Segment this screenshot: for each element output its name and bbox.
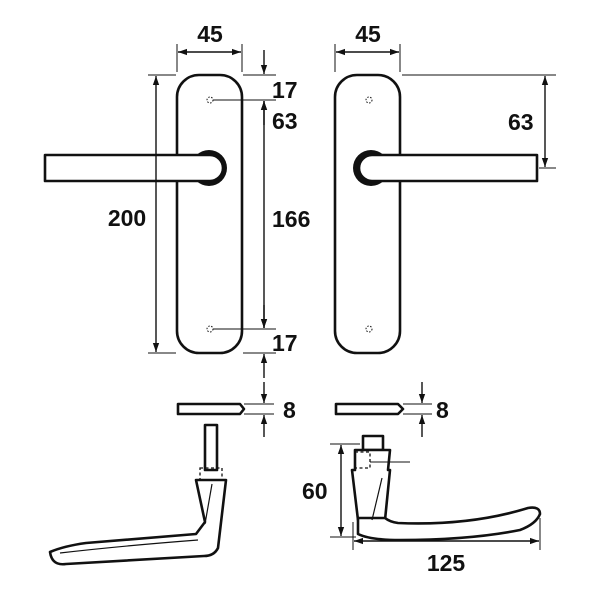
left-plate-profile — [176, 402, 246, 416]
back-width-dimension: 45 — [334, 21, 401, 72]
left-lever-body — [48, 478, 228, 566]
back-width-label: 45 — [355, 21, 381, 47]
left-plate-section: 8 — [176, 382, 296, 437]
front-view — [43, 73, 244, 355]
left-plate-thickness-label: 8 — [283, 397, 296, 423]
front-height-label: 200 — [108, 205, 146, 231]
back-offset-dimension: 63 — [402, 74, 556, 169]
right-plate-thickness-label: 8 — [436, 397, 449, 423]
lever-length-dimension: 125 — [352, 518, 541, 576]
front-bottom-margin-label: 17 — [272, 330, 298, 356]
right-neck — [350, 448, 392, 522]
front-lever-arm — [43, 153, 225, 183]
back-lever-arm — [357, 153, 539, 183]
right-plate-profile — [334, 402, 405, 416]
front-hole-spacing-label: 166 — [272, 206, 310, 232]
right-spindle — [361, 434, 385, 452]
front-height-dimension: 200 — [108, 74, 176, 354]
front-lever-offset-label: 63 — [272, 108, 298, 134]
front-hole-dimensions: 17 63 166 17 — [213, 50, 310, 378]
back-lever-offset-label: 63 — [508, 109, 534, 135]
front-top-margin-label: 17 — [272, 77, 298, 103]
lever-height-dimension: 60 — [302, 443, 360, 538]
right-plate-section: 8 — [334, 382, 449, 437]
left-spindle — [203, 423, 219, 472]
right-hidden-spindle — [354, 451, 371, 469]
right-side-lever — [350, 434, 542, 542]
front-backplate — [175, 73, 244, 355]
back-view — [333, 73, 539, 355]
lever-height-label: 60 — [302, 478, 328, 504]
back-top-screw-hole — [365, 96, 373, 104]
left-side-lever — [48, 423, 228, 566]
front-width-label: 45 — [197, 21, 223, 47]
lever-length-label: 125 — [427, 550, 466, 576]
back-bottom-screw-hole — [365, 325, 373, 333]
back-backplate — [333, 73, 402, 355]
front-width-dimension: 45 — [176, 21, 243, 72]
